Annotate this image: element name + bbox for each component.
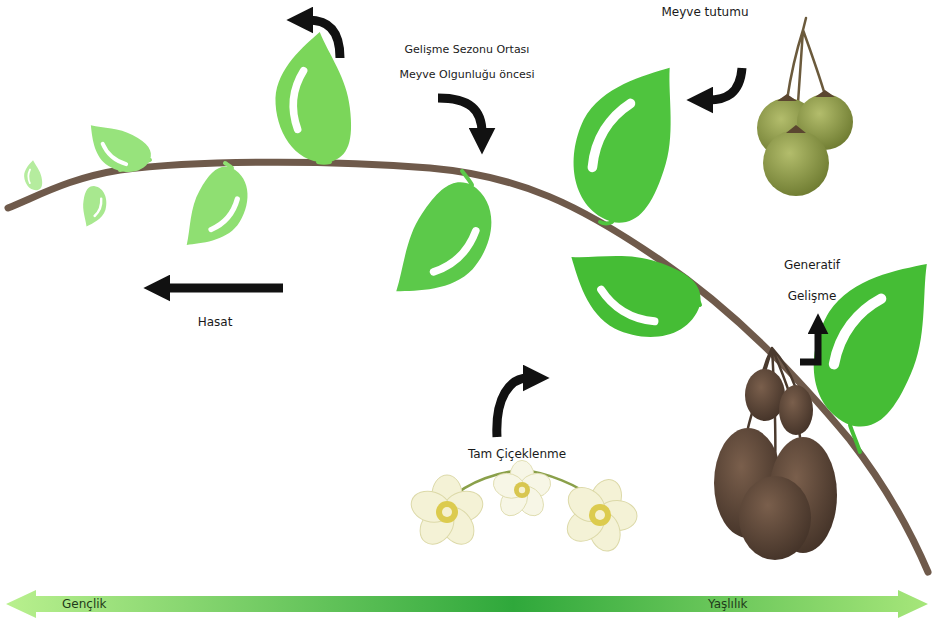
stage-label: Hasat (165, 314, 265, 330)
leaves (19, 29, 934, 437)
ripe-fruit-cluster (714, 348, 837, 560)
stage-label: Tam Çiçeklenme (437, 446, 597, 462)
band-end-label: Yaşlılık (708, 597, 748, 612)
leaf-stems (120, 160, 860, 452)
double-arrow-band (0, 590, 934, 618)
age-band: Gençlik Yaşlılık (0, 590, 934, 618)
stage-arrows (165, 20, 818, 437)
stage-label: Gelişme Sezonu Ortası Meyve Olgunluğu ön… (387, 37, 547, 87)
flowers (407, 460, 637, 554)
stage-label: Meyve tutumu (630, 4, 780, 20)
young-fruit-cluster (757, 18, 853, 196)
vine-branch (8, 162, 928, 572)
stage-label: Generatif Gelişme (772, 250, 852, 312)
band-end-label: Gençlik (62, 597, 107, 612)
